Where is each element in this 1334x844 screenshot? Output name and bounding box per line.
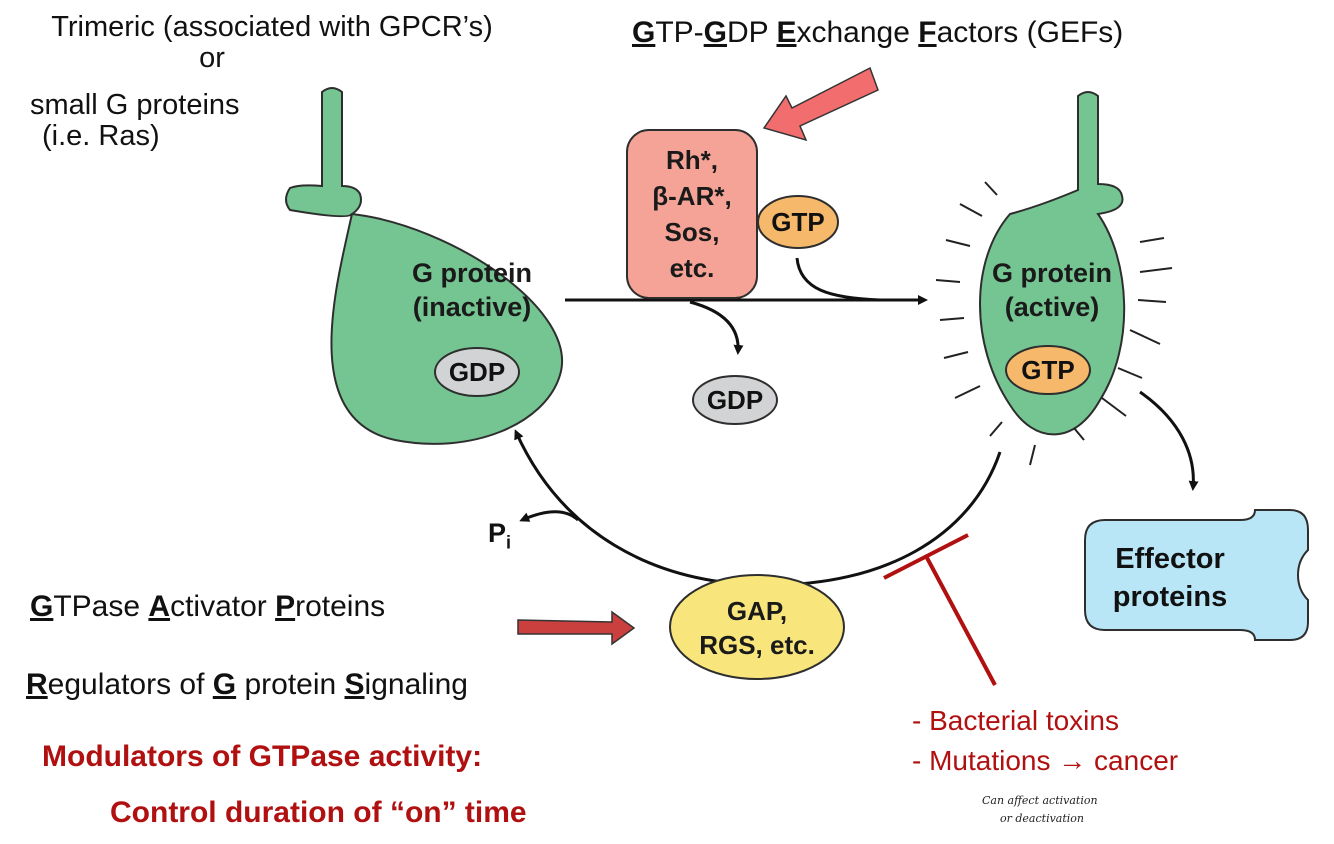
- gef-pointer-arrow: [762, 66, 879, 142]
- rgs-title-part-2: protein: [236, 668, 345, 701]
- active-gtp-ellipse: [1005, 345, 1091, 395]
- active-protein-label: G protein (active): [952, 256, 1152, 324]
- gef-title-part-3: xchange: [796, 16, 919, 49]
- gef-box: [626, 129, 758, 299]
- gdp-release-arrow: [689, 300, 744, 355]
- gap-pointer-arrow: [517, 610, 636, 646]
- gap-title-letter-p: P: [275, 590, 296, 623]
- activity-rays: [935, 181, 1173, 466]
- effector-line-1: Effector: [1115, 543, 1225, 575]
- types-line-2: or: [199, 42, 225, 74]
- types-line-1: Trimeric (associated with GPCR’s): [51, 11, 493, 43]
- active-gtp-label: GTP: [1021, 355, 1075, 385]
- effector-shape: [1084, 509, 1309, 641]
- gef-item-rh: Rh*,: [666, 145, 718, 175]
- gap-title-letter-a: A: [148, 590, 171, 623]
- gef-title-letter-g1: G: [632, 16, 656, 49]
- inactive-gdp-label: GDP: [448, 357, 506, 387]
- gap-title-part-2: ctivator: [170, 590, 276, 623]
- released-gdp-ellipse: [692, 375, 778, 425]
- active-label-line-1: G protein: [992, 258, 1112, 288]
- gtp-input-ellipse: [757, 195, 839, 249]
- gap-label: GAP, RGS, etc.: [670, 594, 844, 662]
- effector-line-2: proteins: [1112, 581, 1228, 613]
- phosphate-subscript: i: [506, 532, 512, 553]
- gap-ellipse: [669, 574, 845, 680]
- rgs-title-letter-s: S: [344, 668, 365, 701]
- inactive-label-line-1: G protein: [412, 258, 532, 288]
- active-g-protein: [979, 91, 1126, 436]
- inhibitor-bacterial-toxins: - Bacterial toxins: [912, 705, 1119, 736]
- inhibitor-mutations: - Mutations → cancer: [912, 745, 1179, 776]
- rgs-title-letter-g: G: [212, 668, 237, 701]
- types-line-3: small G proteins: [30, 89, 240, 121]
- small-g-proteins-note: small G proteins (i.e. Ras): [30, 90, 240, 152]
- gap-line-2: RGS, etc.: [699, 630, 815, 660]
- gef-title-letter-e: E: [776, 16, 797, 49]
- gef-item-sos: Sos,: [664, 217, 720, 247]
- handwritten-line-2: or deactivation: [1000, 812, 1085, 825]
- handwritten-line-1: Can affect activation: [982, 794, 1098, 807]
- rgs-title: Regulators of G protein Signaling: [26, 668, 468, 702]
- gef-title-part-4: actors (GEFs): [936, 16, 1124, 49]
- gap-title: GTPase Activator Proteins: [30, 590, 385, 624]
- rgs-title-letter-r: R: [26, 668, 48, 701]
- inactive-gdp-ellipse: [434, 347, 520, 397]
- gef-title-letter-f: F: [918, 16, 937, 49]
- inactive-protein-label: G protein (inactive): [372, 256, 572, 324]
- effector-label: Effector proteins: [1085, 540, 1255, 616]
- modulators-line-1: Modulators of GTPase activity:: [42, 740, 483, 773]
- released-gdp-label: GDP: [706, 385, 764, 415]
- gap-title-part-3: roteins: [295, 590, 386, 623]
- phosphate-symbol: P: [488, 518, 507, 548]
- gef-item-bar: β-AR*,: [652, 181, 732, 211]
- gef-title-part-1: TP-: [655, 16, 704, 49]
- effector-arrow: [1139, 390, 1199, 491]
- inhibition-symbol: [883, 533, 997, 686]
- gef-title-part-2: DP: [727, 16, 777, 49]
- gef-title-letter-g2: G: [703, 16, 728, 49]
- gef-title: GTP-GDP Exchange Factors (GEFs): [632, 16, 1123, 50]
- rgs-title-part-1: egulators of: [47, 668, 213, 701]
- active-protein-shape: [979, 91, 1126, 436]
- g-protein-types-note: Trimeric (associated with GPCR’s) or: [12, 12, 532, 74]
- gap-title-part-1: TPase: [53, 590, 149, 623]
- phosphate-label: Pi: [488, 518, 511, 553]
- active-label-line-2: (active): [1004, 292, 1100, 322]
- types-line-4: (i.e. Ras): [42, 120, 160, 152]
- gtp-input-curve: [795, 257, 881, 302]
- phosphate-release-arrow: [519, 510, 580, 522]
- gef-box-text: Rh*, β-AR*, Sos, etc.: [627, 142, 757, 286]
- gap-line-1: GAP,: [726, 596, 788, 626]
- gap-title-letter-g: G: [30, 590, 54, 623]
- rgs-title-part-3: ignaling: [364, 668, 468, 701]
- handwritten-note: Can affect activation or deactivation: [982, 792, 1098, 828]
- modulators-line-2: Control duration of “on” time: [110, 796, 527, 829]
- gtp-input-label: GTP: [771, 207, 825, 237]
- inactive-label-line-2: (inactive): [412, 292, 532, 322]
- inhibitors-list: - Bacterial toxins - Mutations → cancer: [912, 701, 1178, 781]
- gef-item-etc: etc.: [669, 253, 715, 283]
